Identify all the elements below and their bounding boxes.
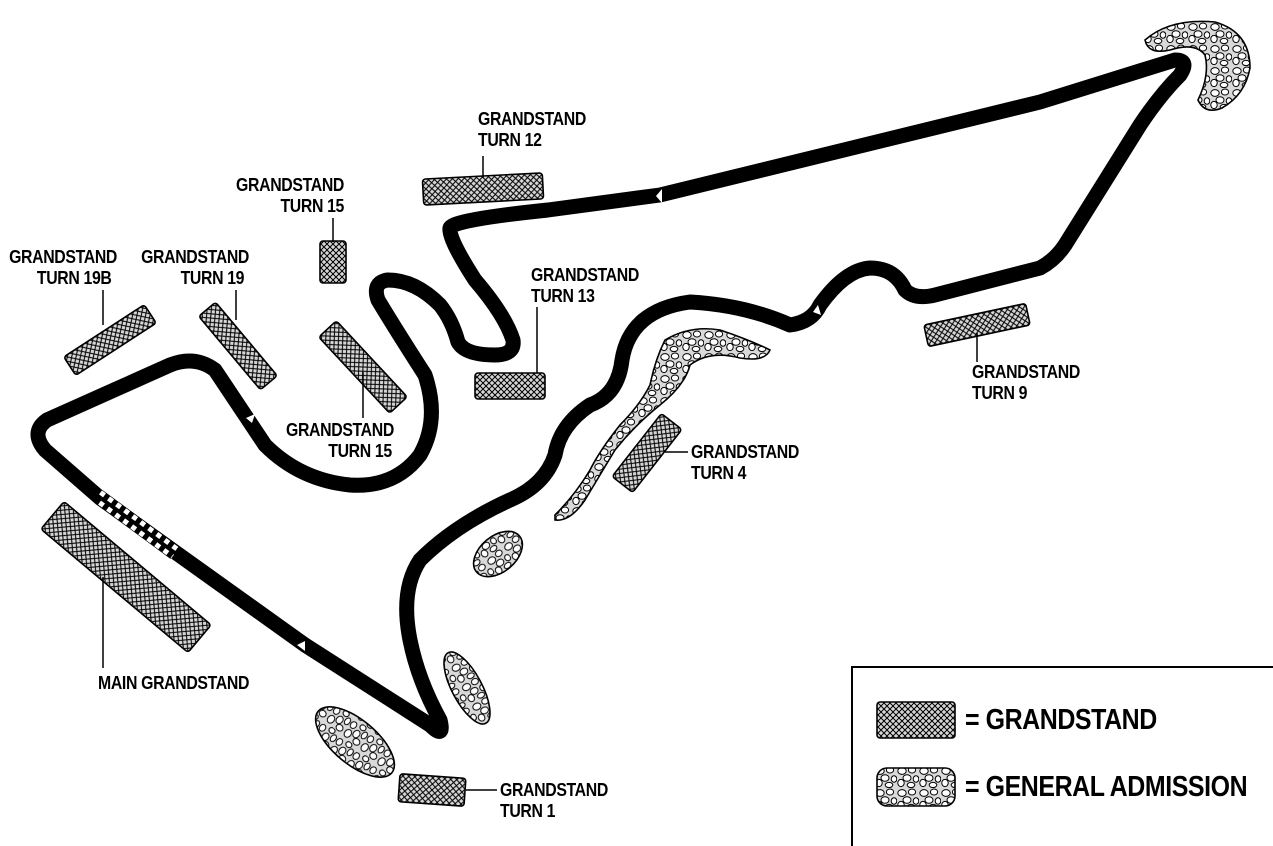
grandstand-turn-13 [474,372,546,400]
grandstand-turn-4 [612,413,682,493]
general-admission-swatch-icon [876,767,956,807]
label-line-1: GRANDSTAND [286,420,394,440]
direction-arrow-icon [246,189,821,651]
label-grandstand-turn-4: GRANDSTAND TURN 4 [691,442,800,484]
grandstand-turn-15-top [319,240,347,284]
label-line-2: TURN 12 [478,130,542,150]
label-line-1: GRANDSTAND [236,175,344,195]
label-line-2: TURN 19 [180,268,245,288]
label-grandstand-turn-19b: GRANDSTAND TURN 19B [9,247,118,289]
start-finish-checkered-icon [93,489,180,560]
label-grandstand-turn-19: GRANDSTAND TURN 19 [141,247,250,289]
grandstand-turn-19 [199,302,277,390]
label-line-1: GRANDSTAND [500,780,608,800]
label-grandstand-turn-13: GRANDSTAND TURN 13 [531,265,640,307]
label-line-2: TURN 19B [36,268,112,288]
label-grandstand-turn-9: GRANDSTAND TURN 9 [972,362,1081,404]
label-line-2: TURN 1 [500,801,556,821]
label-line-2: TURN 4 [691,463,747,483]
legend: = GRANDSTAND = GENERAL ADMISSION [851,666,1273,846]
label-line-1: GRANDSTAND [531,265,639,285]
grandstand-turn-1 [397,773,467,807]
label-line-2: TURN 15 [328,441,392,461]
label-line-1: MAIN GRANDSTAND [98,673,250,693]
legend-general-admission-label: = GENERAL ADMISSION [965,771,1248,803]
general-admission-areas [314,20,1251,778]
grandstand-areas [41,172,1031,807]
label-line-2: TURN 13 [531,286,595,306]
ga-esses [554,327,772,521]
label-line-1: GRANDSTAND [478,109,586,129]
ga-turn-1-hairpin [1144,20,1251,111]
leader-lines [102,156,978,791]
label-grandstand-turn-15-top: GRANDSTAND TURN 15 [235,175,344,217]
label-grandstand-turn-15: GRANDSTAND TURN 15 [286,420,395,462]
grandstand-swatch-icon [876,701,956,739]
label-line-1: GRANDSTAND [141,247,250,267]
label-main-grandstand: MAIN GRANDSTAND [98,673,249,694]
grandstand-turn-15 [319,321,407,413]
ga-turn-1-inside [443,651,491,725]
legend-grandstand-label: = GRANDSTAND [965,704,1157,736]
race-track [30,52,1192,739]
label-line-1: GRANDSTAND [691,442,799,462]
grandstand-turn-19b [64,304,156,376]
label-grandstand-turn-12: GRANDSTAND TURN 12 [478,109,587,151]
main-grandstand [41,501,211,653]
grandstand-turn-9 [923,303,1031,347]
label-line-2: TURN 15 [280,196,344,216]
label-grandstand-turn-1: GRANDSTAND TURN 1 [500,780,609,822]
ga-turn-1-outside [314,706,396,778]
label-line-1: GRANDSTAND [9,247,118,267]
label-line-2: TURN 9 [972,383,1028,403]
label-line-1: GRANDSTAND [972,362,1080,382]
ga-turn-19-inside [472,530,524,578]
